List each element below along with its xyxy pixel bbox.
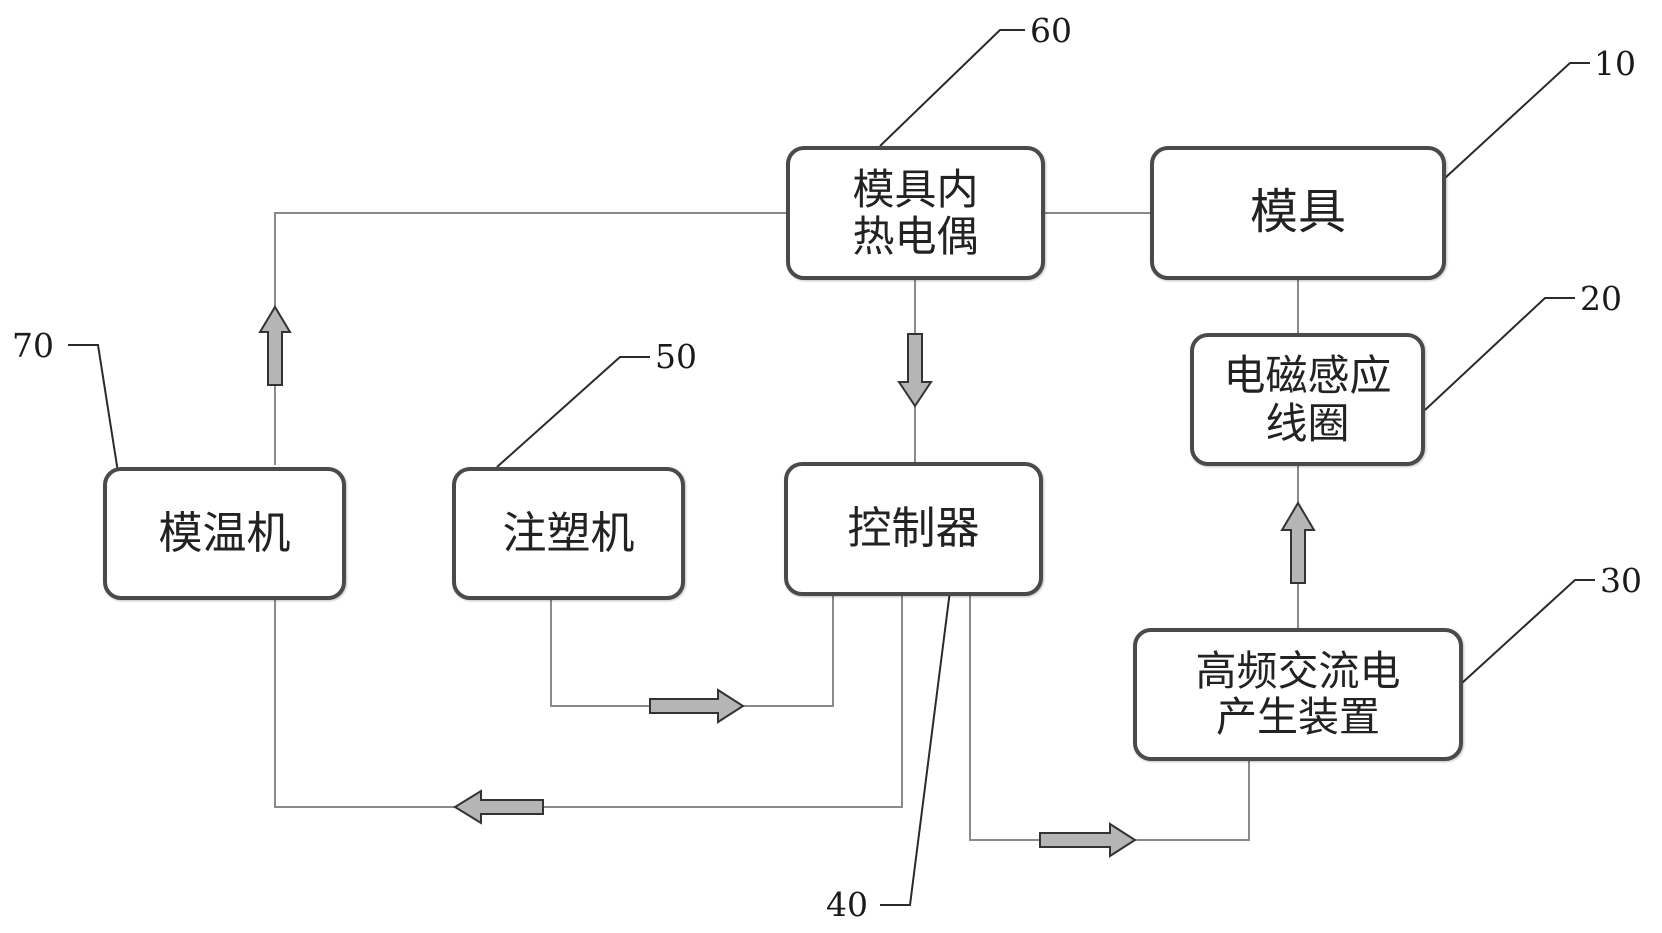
box-mold: 模具 bbox=[1150, 146, 1446, 280]
ref-label-30: 30 bbox=[1600, 561, 1642, 600]
leader-line-10 bbox=[1444, 62, 1590, 179]
box-coil-line-1: 电磁感应 bbox=[1223, 351, 1392, 401]
box-injection-machine: 注塑机 bbox=[452, 467, 685, 600]
arrow-right-injection-to-controller bbox=[649, 688, 745, 724]
box-coil: 电磁感应 线圈 bbox=[1190, 333, 1425, 466]
box-thermocouple-line-2: 热电偶 bbox=[852, 212, 979, 261]
box-mold-label: 模具 bbox=[1249, 184, 1346, 241]
box-controller-label: 控制器 bbox=[847, 503, 980, 555]
arrow-down-to-controller bbox=[897, 333, 933, 408]
ref-label-50: 50 bbox=[655, 337, 697, 376]
line-thermocouple-to-mold-temp bbox=[274, 212, 786, 465]
ref-label-60: 60 bbox=[1030, 11, 1072, 50]
box-coil-line-2: 线圈 bbox=[1265, 398, 1350, 448]
box-mold-temp-controller-label: 模温机 bbox=[158, 507, 291, 559]
leader-line-70 bbox=[68, 344, 121, 486]
box-hf-generator: 高频交流电 产生装置 bbox=[1133, 628, 1463, 761]
box-thermocouple: 模具内 热电偶 bbox=[786, 146, 1045, 280]
arrow-left-to-mold-temp bbox=[453, 789, 544, 825]
arrow-right-to-generator bbox=[1039, 822, 1137, 858]
ref-label-70: 70 bbox=[12, 326, 54, 365]
leader-line-50 bbox=[496, 356, 650, 468]
box-controller: 控制器 bbox=[784, 462, 1043, 596]
leader-line-20 bbox=[1424, 297, 1575, 411]
line-controller-to-mold-temp bbox=[274, 596, 903, 808]
box-injection-machine-label: 注塑机 bbox=[502, 507, 635, 559]
ref-label-20: 20 bbox=[1580, 279, 1622, 318]
box-mold-temp-controller: 模温机 bbox=[103, 467, 346, 600]
leader-line-30 bbox=[1461, 579, 1595, 684]
leader-line-40 bbox=[880, 574, 953, 906]
ref-label-10: 10 bbox=[1594, 44, 1636, 83]
arrow-up-to-coil bbox=[1280, 501, 1316, 584]
box-hf-generator-line-2: 产生装置 bbox=[1216, 692, 1380, 741]
box-hf-generator-line-1: 高频交流电 bbox=[1195, 646, 1401, 695]
leader-line-60 bbox=[879, 29, 1025, 147]
ref-label-40: 40 bbox=[826, 885, 868, 924]
line-injection-to-controller bbox=[550, 596, 834, 707]
arrow-up-to-thermocouple-line bbox=[258, 305, 292, 386]
box-thermocouple-line-1: 模具内 bbox=[852, 164, 979, 214]
